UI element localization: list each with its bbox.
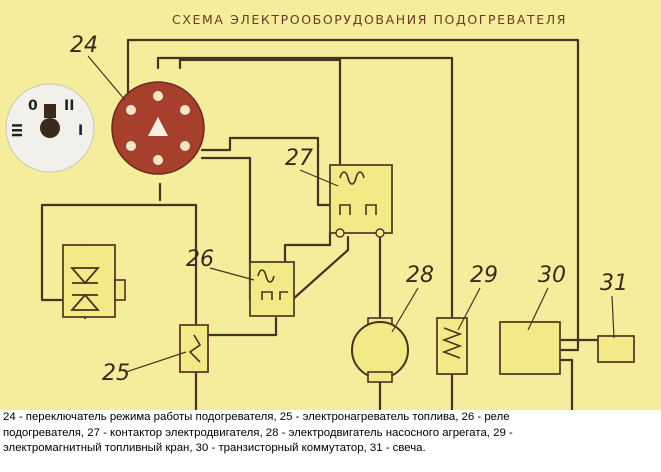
switch-position-dial: 0 II III I [5, 83, 95, 173]
wire-26-to-27 [283, 230, 332, 264]
fuel-solenoid-valve-29 [436, 317, 468, 375]
mode-switch-24 [111, 81, 205, 175]
relay-26 [249, 261, 295, 317]
fuel-heater-25 [179, 324, 209, 373]
label-29: 29 [470, 263, 498, 288]
dial-position-2: II [64, 98, 74, 114]
wire-26-bottom [194, 316, 278, 337]
label-31: 31 [600, 271, 628, 296]
wire-switch-to-25 [158, 203, 198, 327]
wiring-diagram: СХЕМА ЭЛЕКТРООБОРУДОВАНИЯ ПОДОГРЕВАТЕЛЯ [0, 0, 661, 410]
label-24: 24 [70, 33, 98, 58]
wire-30-bottom [558, 358, 574, 410]
dial-position-0: 0 [28, 98, 38, 114]
dial-position-1: I [78, 123, 83, 139]
diagram-title: СХЕМА ЭЛЕКТРООБОРУДОВАНИЯ ПОДОГРЕВАТЕЛЯ [172, 12, 567, 27]
wire-top-bus [126, 38, 580, 350]
wire-27-to-26 [290, 235, 350, 302]
label-30: 30 [538, 263, 566, 288]
caption-line-1: 24 - переключатель режима работы подогре… [3, 411, 510, 423]
wire-cross-to-27 [200, 136, 332, 207]
label-28: 28 [406, 263, 434, 288]
contactor-27 [329, 164, 393, 238]
transistor-switch-30 [499, 321, 561, 375]
diode-block [62, 244, 126, 318]
glow-plug-31 [597, 335, 635, 363]
caption-line-2: подогревателя, 27 - контактор электродви… [3, 426, 513, 439]
wire-switch-to-29 [156, 56, 454, 322]
component-labels: 24 27 26 28 29 30 31 25 [70, 33, 628, 386]
label-26: 26 [186, 247, 214, 272]
pump-motor-28 [351, 317, 409, 383]
label-25: 25 [102, 361, 130, 386]
figure-caption: 24 - переключатель режима работы подогре… [3, 410, 658, 457]
caption-line-3: электромагнитный топливный кран, 30 - тр… [3, 442, 426, 454]
wire-switch-to-27 [178, 58, 342, 175]
label-27: 27 [285, 146, 313, 171]
dial-position-3: III [8, 123, 23, 138]
